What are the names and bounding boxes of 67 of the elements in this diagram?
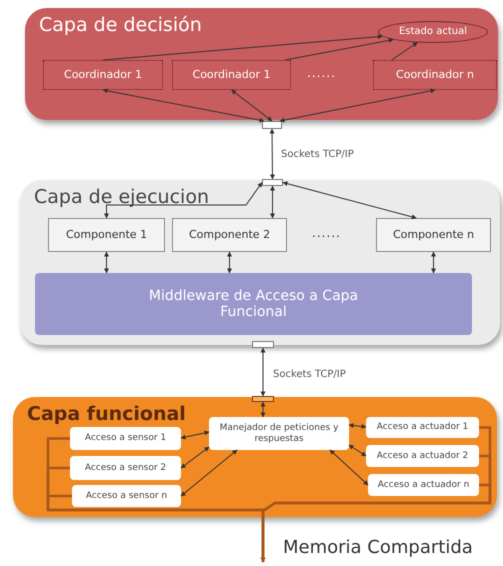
arrow (431, 252, 436, 274)
arrow (260, 348, 266, 396)
process-box (172, 218, 287, 252)
arrow (104, 182, 262, 218)
arrow (330, 450, 368, 486)
arrow (102, 34, 383, 60)
arrow (284, 38, 394, 60)
node-label: Middleware de Acceso a Capa Funcional (148, 288, 360, 320)
node-label: Acceso a sensor n (86, 490, 168, 502)
process-box (70, 427, 181, 450)
node-label: Acceso a actuador 1 (376, 422, 468, 433)
arrow (102, 88, 264, 123)
process-box (366, 417, 479, 438)
process-box (366, 445, 479, 467)
process-box (43, 60, 163, 90)
node-label: Manejador de peticiones y respuestas (218, 423, 340, 444)
label-text: Memoria Compartida (283, 537, 473, 558)
arrow (227, 252, 232, 274)
arrow (391, 42, 418, 60)
layer-band (13, 397, 497, 517)
node-label: Acceso a sensor 1 (84, 433, 166, 444)
arrow (180, 430, 210, 440)
edge-label: Sockets TCP/IP (273, 369, 346, 380)
middleware-box (35, 273, 472, 335)
node-label: Coordinador 1 (192, 68, 270, 82)
arrow (348, 444, 366, 456)
node-label: Acceso a actuador 2 (376, 450, 468, 462)
arrow (180, 446, 210, 468)
arrow (348, 423, 366, 429)
arrow (270, 186, 275, 218)
node-label: Estado actual (398, 26, 467, 38)
process-box (373, 60, 497, 90)
node-label: Coordinador 1 (64, 68, 142, 82)
arrow (270, 128, 275, 180)
arrow (282, 181, 417, 220)
node-label: Acceso a actuador n (378, 480, 470, 490)
process-box (209, 417, 349, 450)
arrow (231, 90, 272, 122)
process-box (48, 218, 165, 252)
node-label: Coordinador n (396, 68, 474, 82)
port-box (262, 179, 283, 186)
arrow (104, 252, 109, 274)
arrow (260, 484, 492, 562)
port-box (262, 121, 282, 129)
node-label: Componente n (392, 228, 474, 242)
node-label: Acceso a sensor 2 (84, 462, 166, 474)
port-box (252, 396, 274, 402)
layer-band (20, 180, 500, 345)
layer-title: Capa funcional (27, 403, 186, 425)
ellipsis-text: ...... (307, 66, 336, 80)
layer-title: Capa de decisión (39, 14, 202, 36)
process-box (368, 474, 479, 496)
node-label: Componente 2 (188, 228, 270, 242)
process-box (376, 218, 491, 252)
layer-band (25, 8, 498, 120)
edge-label: Sockets TCP/IP (281, 149, 354, 160)
state-ellipse (378, 21, 488, 43)
process-box (172, 60, 291, 90)
port-box (252, 341, 274, 348)
ellipsis-text: ...... (312, 226, 341, 240)
node-label: Componente 1 (66, 228, 148, 242)
layer-title: Capa de ejecucion (34, 186, 209, 208)
arrow (180, 450, 238, 496)
arrow (260, 402, 266, 418)
process-box (70, 456, 181, 480)
process-box (72, 485, 181, 507)
arrow (280, 88, 436, 123)
